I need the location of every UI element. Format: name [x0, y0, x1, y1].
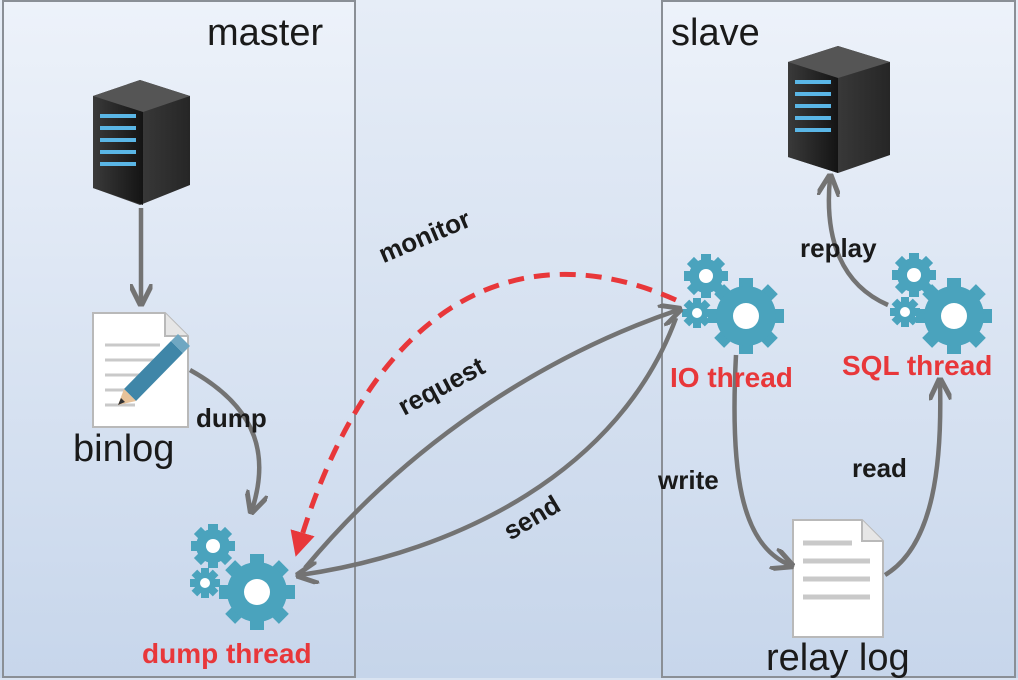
slave-title: slave — [671, 12, 760, 54]
master-server-icon — [93, 80, 190, 205]
sql-thread-label: SQL thread — [842, 350, 993, 381]
dump-edge-label: dump — [196, 403, 267, 433]
relay-log-label: relay log — [766, 637, 910, 679]
binlog-label: binlog — [73, 428, 175, 470]
send-arrow — [300, 317, 679, 575]
master-title: master — [207, 12, 324, 54]
io-thread-label: IO thread — [670, 362, 793, 393]
dump-arrow — [188, 368, 259, 510]
request-arrow — [303, 310, 678, 570]
binlog-document-icon — [92, 312, 190, 428]
dump-thread-gear-icon — [190, 524, 295, 630]
read-edge-label: read — [852, 453, 907, 483]
replay-arrow — [829, 178, 889, 308]
dump-thread-label: dump thread — [142, 638, 312, 669]
write-edge-label: write — [658, 465, 719, 495]
sql-thread-gear-icon — [890, 253, 992, 354]
replay-edge-label: replay — [800, 233, 877, 263]
slave-server-icon — [788, 46, 890, 173]
write-arrow — [732, 354, 790, 565]
read-arrow — [883, 382, 940, 577]
relay-log-document-icon — [792, 519, 884, 638]
io-thread-gear-icon — [682, 254, 784, 354]
monitor-arrow — [290, 271, 678, 557]
